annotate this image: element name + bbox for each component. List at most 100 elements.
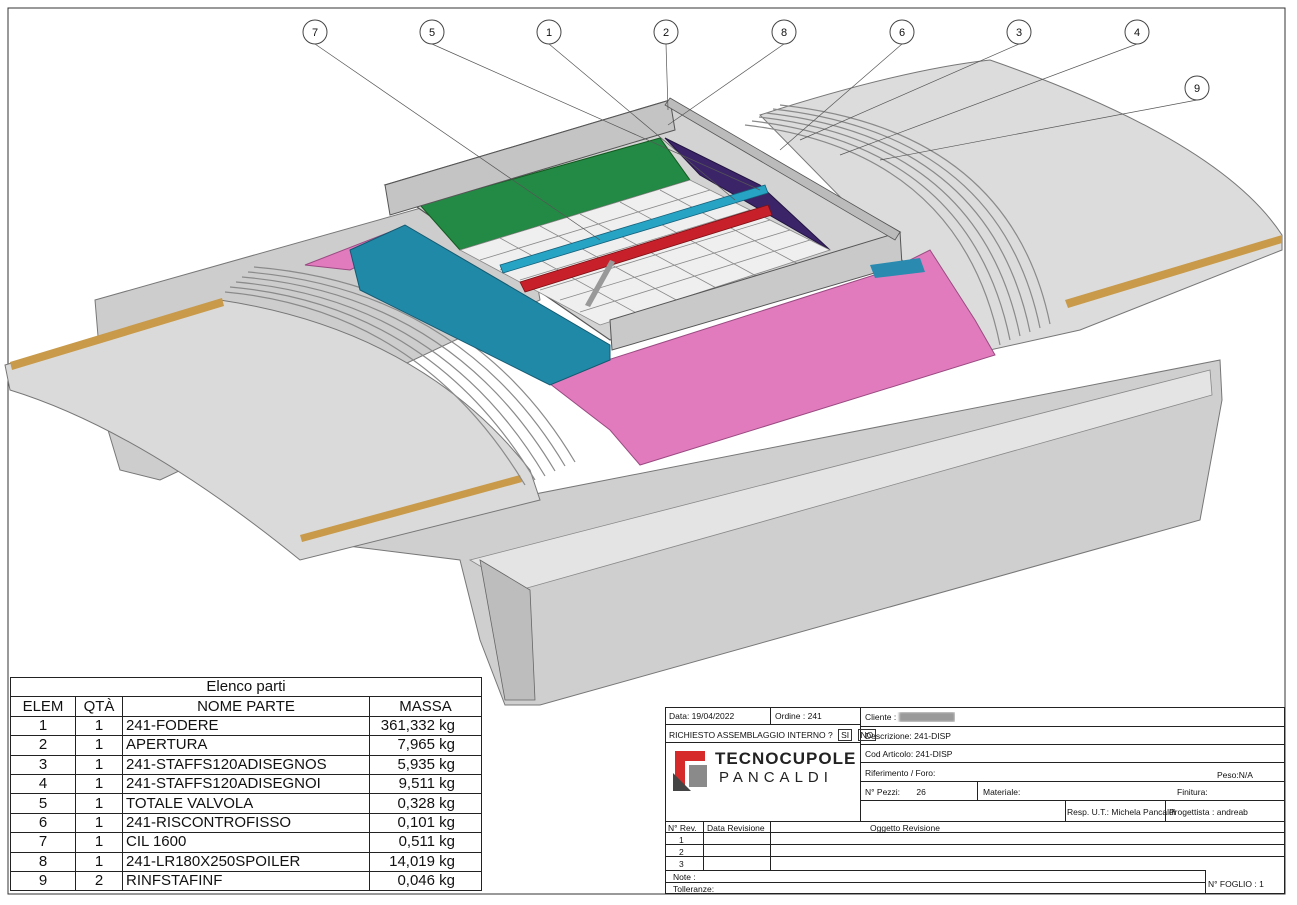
nome-parte-cell: 241-FODERE (122, 715, 370, 737)
massa-cell: 0,511 kg (369, 832, 482, 853)
elem-cell: 2 (10, 735, 76, 756)
si-checkbox: SI (838, 729, 853, 741)
svg-text:1: 1 (546, 27, 552, 39)
massa-cell: 9,511 kg (369, 773, 482, 795)
cliente-value-redacted: XXXXXXXXXX (898, 712, 956, 722)
elem-cell: 4 (10, 773, 76, 795)
nome-parte-cell: TOTALE VALVOLA (122, 793, 370, 814)
nome-parte-cell: 241-RISCONTROFISSO (122, 812, 370, 834)
massa-cell: 0,101 kg (369, 812, 482, 834)
n-pezzi-label: N° Pezzi: (865, 787, 901, 797)
svg-text:2: 2 (663, 27, 669, 39)
balloon: 4 (1124, 19, 1150, 45)
assembly-drawing (4, 59, 1283, 706)
balloon: 9 (1184, 75, 1210, 101)
nome-parte-cell: RINFSTAFINF (122, 870, 370, 892)
no-checkbox: NO (857, 729, 877, 741)
n-pezzi-field: N° Pezzi: 26 (865, 787, 926, 797)
data-rev-header: Data Revisione (707, 823, 765, 833)
balloon: 1 (536, 19, 562, 45)
cliente-label: Cliente : (865, 712, 897, 722)
riferimento-field: Riferimento / Foro: (865, 768, 936, 778)
svg-text:7: 7 (312, 27, 318, 39)
descrizione-field: Descrizione: 241-DISP (865, 731, 951, 741)
ordine-field: Ordine : 241 (775, 711, 822, 721)
qta-cell: 1 (75, 715, 123, 737)
resp-ut-field: Resp. U.T.: Michela Pancaldi (1067, 807, 1176, 817)
nome-parte-cell: CIL 1600 (122, 832, 370, 853)
massa-cell: 0,046 kg (369, 870, 482, 892)
svg-text:9: 9 (1194, 83, 1200, 95)
finitura-field: Finitura: (1177, 787, 1208, 797)
elem-cell: 3 (10, 754, 76, 775)
elem-cell: 1 (10, 715, 76, 737)
note-field: Note : (673, 872, 696, 882)
qta-cell: 1 (75, 812, 123, 834)
date-field: Data: 19/04/2022 (669, 711, 735, 721)
qta-cell: 1 (75, 735, 123, 756)
elem-cell: 6 (10, 812, 76, 834)
title-block: Data: 19/04/2022 Ordine : 241 Cliente : … (665, 707, 1285, 894)
foglio-field: N° FOGLIO : 1 (1208, 879, 1264, 889)
svg-text:4: 4 (1134, 27, 1140, 39)
rev-row: 1 (679, 835, 684, 845)
elem-cell: 7 (10, 832, 76, 853)
leader-lines (314, 43, 1198, 241)
massa-cell: 0,328 kg (369, 793, 482, 814)
n-pezzi-value: 26 (916, 787, 926, 797)
company-logo: TECNOCUPOLE PANCALDI (669, 745, 857, 819)
massa-cell: 5,935 kg (369, 754, 482, 775)
elem-cell: 5 (10, 793, 76, 814)
nome-parte-cell: 241-LR180X250SPOILER (122, 851, 370, 872)
header-massa: MASSA (369, 696, 482, 717)
cod-articolo-field: Cod Articolo: 241-DISP (865, 749, 953, 759)
elem-cell: 9 (10, 870, 76, 892)
massa-cell: 14,019 kg (369, 851, 482, 872)
part-balloons: 7 5 1 2 8 6 3 4 9 (302, 19, 1210, 101)
logo-mark-icon (673, 751, 707, 791)
richiesto-label: RICHIESTO ASSEMBLAGGIO INTERNO ? (669, 730, 833, 740)
balloon: 3 (1006, 19, 1032, 45)
nome-parte-cell: APERTURA (122, 735, 370, 756)
logo-text-line2: PANCALDI (719, 769, 833, 786)
elem-cell: 8 (10, 851, 76, 872)
rev-row: 3 (679, 859, 684, 869)
massa-cell: 361,332 kg (369, 715, 482, 737)
qta-cell: 1 (75, 754, 123, 775)
massa-cell: 7,965 kg (369, 735, 482, 756)
tolleranze-field: Tolleranze: (673, 884, 715, 894)
svg-text:6: 6 (899, 27, 905, 39)
qta-cell: 1 (75, 851, 123, 872)
parts-list-title: Elenco parti (10, 676, 482, 698)
richiesto-field: RICHIESTO ASSEMBLAGGIO INTERNO ? SI NO (669, 729, 877, 741)
qta-cell: 1 (75, 773, 123, 795)
header-nome-parte: NOME PARTE (122, 696, 370, 717)
balloon: 5 (419, 19, 445, 45)
balloon: 2 (653, 19, 679, 45)
qta-cell: 2 (75, 870, 123, 892)
nome-parte-cell: 241-STAFFS120ADISEGNOI (122, 773, 370, 795)
svg-text:8: 8 (781, 27, 787, 39)
parts-list-table: Elenco parti ELEM QTÀ NOME PARTE MASSA 1… (10, 676, 482, 892)
qta-cell: 1 (75, 793, 123, 814)
parts-list-header: ELEM QTÀ NOME PARTE MASSA (10, 696, 482, 717)
sheet-border (7, 7, 1286, 895)
materiale-field: Materiale: (983, 787, 1021, 797)
balloon: 6 (889, 19, 915, 45)
svg-text:5: 5 (429, 27, 435, 39)
header-elem: ELEM (10, 696, 76, 717)
logo-text-line1: TECNOCUPOLE (715, 749, 857, 768)
qta-cell: 1 (75, 832, 123, 853)
rev-header: N° Rev. (668, 823, 697, 833)
